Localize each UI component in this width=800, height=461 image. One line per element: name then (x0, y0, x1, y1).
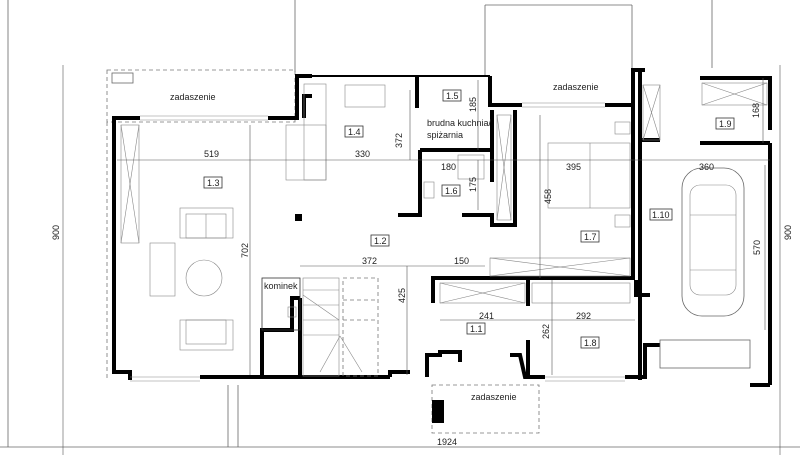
room-1-2: 1.2 (374, 236, 387, 246)
pantry-label: brudna kuchnia/ (427, 118, 492, 128)
room-1-10: 1.10 (652, 210, 670, 220)
dim-292: 292 (576, 311, 591, 321)
dim-372: 372 (362, 256, 377, 266)
dim-395: 395 (566, 162, 581, 172)
dim-570: 570 (752, 240, 762, 255)
dim-185: 185 (468, 97, 478, 112)
wardrobes (120, 82, 768, 304)
canopy-label: zadaszenie (170, 92, 216, 102)
room-1-4: 1.4 (348, 127, 361, 137)
dim-175: 175 (468, 177, 478, 192)
canopy-labels: zadaszenie zadaszenie zadaszenie (170, 82, 599, 402)
dim-900-right: 900 (783, 225, 793, 240)
dim-360: 360 (699, 162, 714, 172)
dim-425: 425 (397, 288, 407, 303)
room-1-3: 1.3 (207, 178, 220, 188)
furniture (149, 83, 631, 351)
room-1-6: 1.6 (445, 186, 458, 196)
fireplace-label: kominek (264, 281, 298, 291)
dim-900-left: 900 (51, 225, 61, 240)
dimension-lines (62, 65, 781, 455)
dim-1924: 1924 (437, 437, 457, 447)
windows (130, 102, 751, 382)
dim-458: 458 (543, 189, 553, 204)
room-1-7: 1.7 (584, 232, 597, 242)
room-1-9: 1.9 (719, 119, 732, 129)
room-1-5: 1.5 (446, 91, 459, 101)
pillar (432, 400, 444, 423)
dim-262: 262 (541, 324, 551, 339)
dim-241: 241 (479, 311, 494, 321)
car-icon (681, 167, 745, 317)
canopy-label: zadaszenie (471, 392, 517, 402)
dim-702: 702 (240, 243, 250, 258)
dimension-labels: 519 330 185 372 180 175 395 458 702 372 … (51, 97, 793, 447)
canopy-label: zadaszenie (553, 82, 599, 92)
room-1-8: 1.8 (584, 338, 597, 348)
pantry-label-2: spiżarnia (427, 130, 463, 140)
site-outline (0, 0, 800, 448)
dim-180: 180 (441, 162, 456, 172)
dim-168: 168 (751, 103, 761, 118)
dim-372-vertical: 372 (394, 133, 404, 148)
room-1-1: 1.1 (470, 324, 483, 334)
walls (112, 68, 772, 387)
dim-330: 330 (355, 149, 370, 159)
dim-150: 150 (454, 256, 469, 266)
stairs (302, 277, 379, 377)
dim-519: 519 (204, 149, 219, 159)
room-labels: 1.1 1.2 1.3 1.4 1.5 1.6 1.7 1.8 1.9 1.10… (203, 89, 735, 349)
